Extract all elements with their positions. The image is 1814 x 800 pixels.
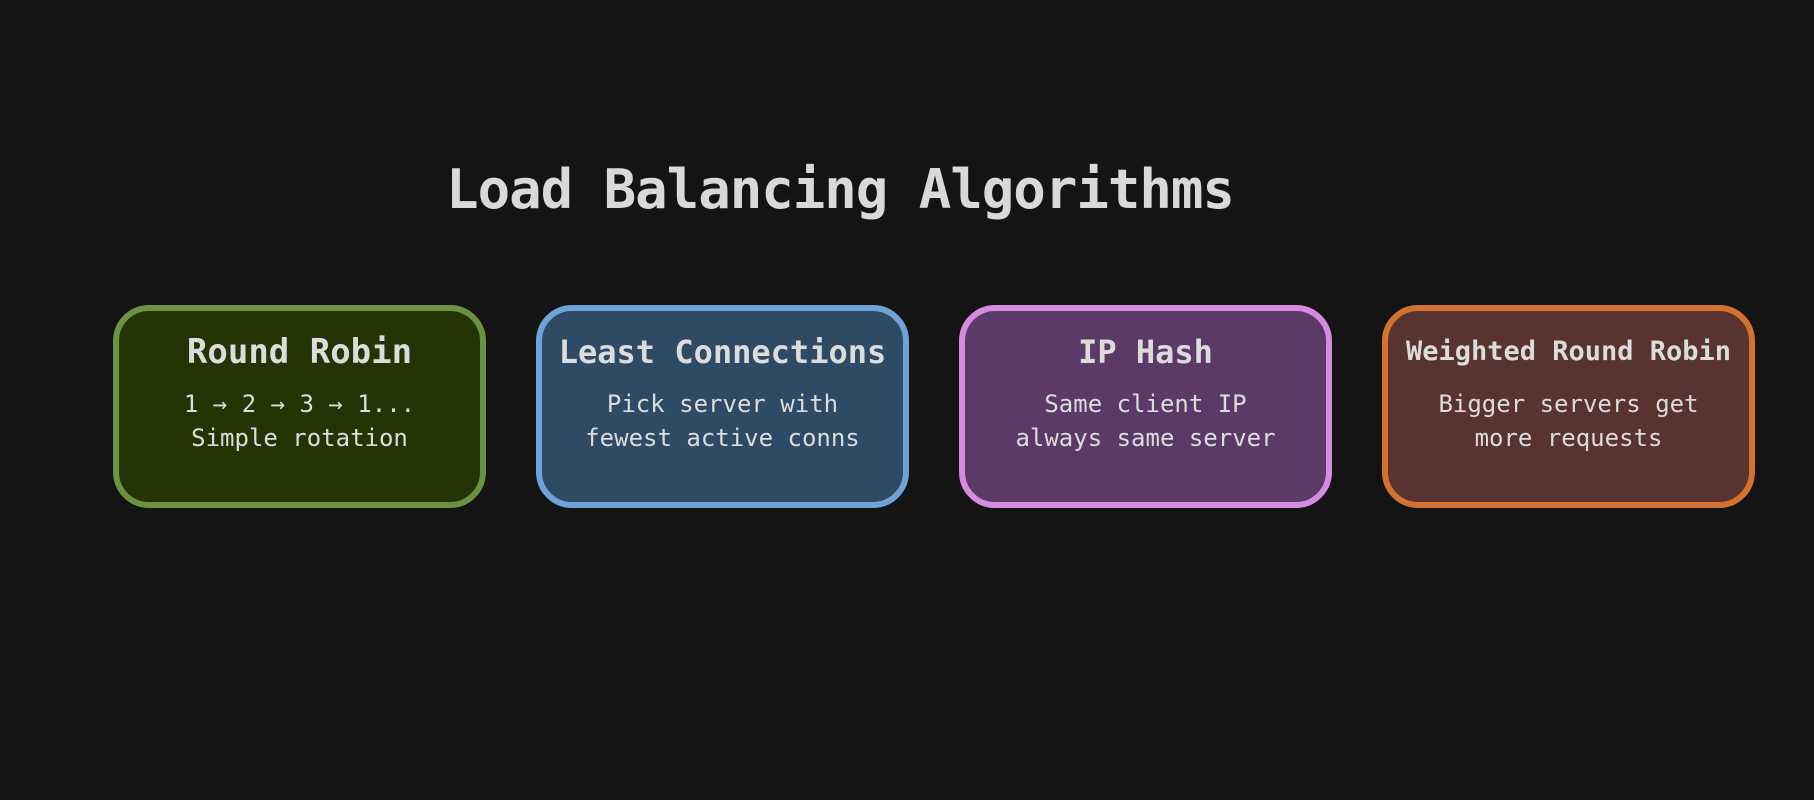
- card-description-line: Same client IP: [1044, 390, 1247, 418]
- card-description: Same client IP always same server: [965, 387, 1326, 455]
- card-weighted-round-robin: Weighted Round Robin Bigger servers get …: [1382, 305, 1755, 508]
- card-round-robin: Round Robin 1 → 2 → 3 → 1... Simple rota…: [113, 305, 486, 508]
- card-title: Round Robin: [186, 332, 413, 372]
- card-description-line: more requests: [1474, 424, 1663, 452]
- card-description: Bigger servers get more requests: [1388, 387, 1749, 455]
- card-description-line: Simple rotation: [191, 424, 408, 452]
- card-ip-hash: IP Hash Same client IP always same serve…: [959, 305, 1332, 508]
- card-description: Pick server with fewest active conns: [542, 387, 903, 455]
- diagram-title: Load Balancing Algorithms: [446, 158, 1235, 221]
- card-title: Least Connections: [558, 333, 887, 371]
- card-description-line: 1 → 2 → 3 → 1...: [183, 390, 416, 418]
- card-description-line: always same server: [1015, 424, 1276, 452]
- card-title: IP Hash: [1078, 333, 1213, 371]
- card-description-line: Bigger servers get: [1438, 390, 1699, 418]
- card-description-line: Pick server with: [606, 390, 839, 418]
- card-title: Weighted Round Robin: [1405, 336, 1732, 367]
- card-least-connections: Least Connections Pick server with fewes…: [536, 305, 909, 508]
- card-description: 1 → 2 → 3 → 1... Simple rotation: [119, 387, 480, 455]
- card-description-line: fewest active conns: [585, 424, 860, 452]
